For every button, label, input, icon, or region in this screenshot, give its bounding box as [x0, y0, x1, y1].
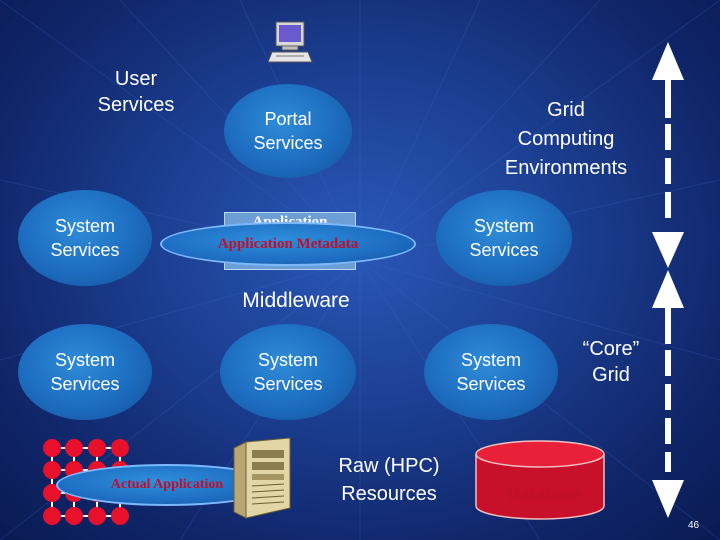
application-metadata-label: Application Metadata [217, 235, 359, 252]
system-services-label: System Services [253, 350, 323, 394]
system-services-oval-mid-right: System Services [424, 324, 558, 420]
portal-services-label: Portal Services [253, 109, 323, 153]
user-services-label: User Services [97, 68, 175, 116]
system-services-oval-mid-left: System Services [18, 324, 152, 420]
double-arrow-icon [652, 42, 684, 268]
portal-services-oval: Portal Services [224, 84, 352, 178]
database-label: Database [506, 484, 582, 505]
system-services-label: System Services [469, 216, 539, 260]
page-number: 46 [688, 520, 700, 531]
system-services-oval-top-right: System Services [436, 190, 572, 286]
double-arrow-icon [652, 270, 684, 518]
system-services-label: System Services [456, 350, 526, 394]
computer-icon [268, 21, 313, 63]
database-cylinder-icon [475, 440, 605, 520]
middleware-label: Middleware [242, 289, 350, 312]
actual-application-label: Actual Application [110, 477, 224, 492]
system-services-label: System Services [50, 350, 120, 394]
system-services-oval-top-left: System Services [18, 190, 152, 286]
core-grid-label: “Core” Grid [582, 338, 640, 386]
system-services-oval-mid-center: System Services [220, 324, 356, 420]
server-icon [233, 437, 291, 519]
grid-environments-label: Grid Computing Environments [504, 99, 628, 179]
system-services-label: System Services [50, 216, 120, 260]
raw-resources-label: Raw (HPC) Resources [338, 455, 440, 505]
application-metadata-oval: Application Metadata [160, 222, 416, 266]
